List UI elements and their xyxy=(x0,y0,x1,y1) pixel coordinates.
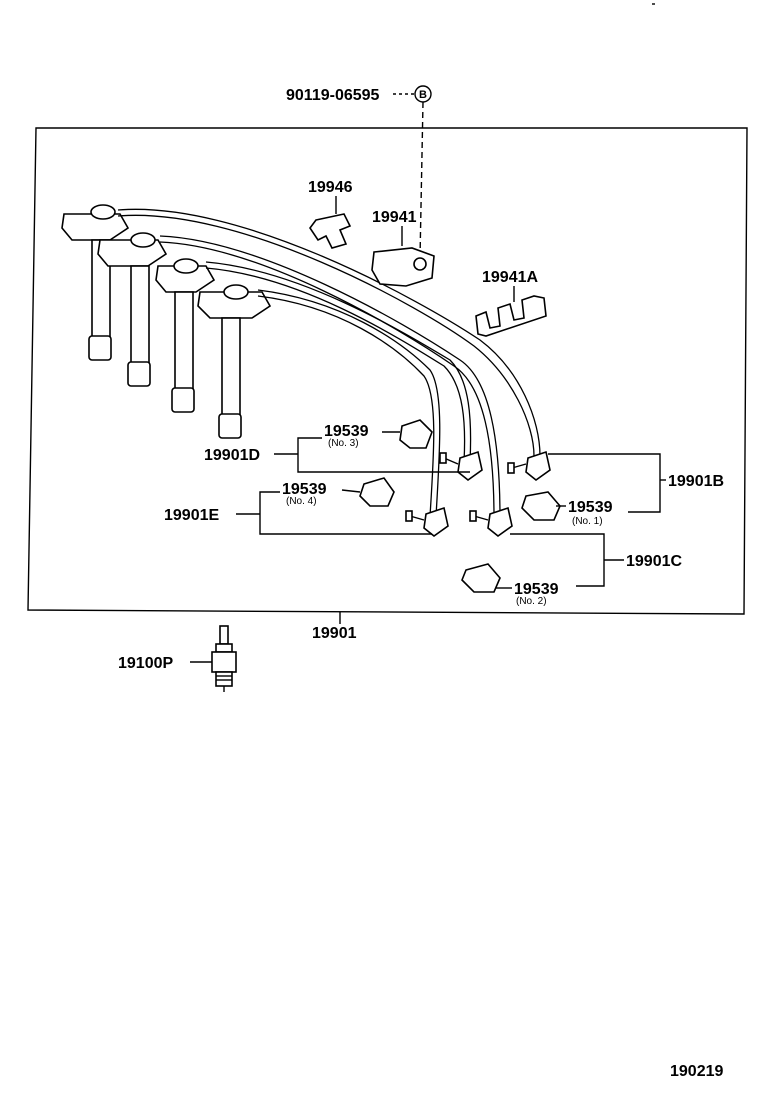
cord-holder-no2[interactable] xyxy=(461,563,501,593)
clamp-19946[interactable] xyxy=(309,213,352,249)
label-clamp-19941[interactable]: 19941 xyxy=(372,209,417,226)
cord-end-c[interactable] xyxy=(469,506,513,538)
label-cord-19901c[interactable]: 19901C xyxy=(626,553,682,570)
assembly-frame xyxy=(27,127,748,615)
label-holder-no3[interactable]: 19539 xyxy=(324,423,369,440)
label-cord-19901b[interactable]: 19901B xyxy=(668,473,724,490)
plug-boot-1[interactable] xyxy=(61,204,130,361)
label-cord-set-19901[interactable]: 19901 xyxy=(312,625,357,642)
label-spark-plug-19100p[interactable]: 19100P xyxy=(118,655,173,672)
figure-number: 190219 xyxy=(670,1063,723,1080)
label-clamp-19946[interactable]: 19946 xyxy=(308,179,353,196)
label-bolt-90119-06595[interactable]: 90119-06595 xyxy=(286,87,380,104)
label-holder-no3-sub: (No. 3) xyxy=(328,438,359,449)
bracket-19901d xyxy=(297,437,470,473)
bracket-19901b xyxy=(548,453,661,513)
cord-end-e[interactable] xyxy=(405,506,449,538)
clamp-19941[interactable] xyxy=(371,247,435,287)
bolt-marker-letter: B xyxy=(419,89,427,101)
label-holder-no1[interactable]: 19539 xyxy=(568,499,613,516)
ignition-cord-wires xyxy=(117,208,541,519)
cord-holder-no3[interactable] xyxy=(399,419,433,449)
clamp-19941a[interactable] xyxy=(475,295,547,337)
plug-boot-3[interactable] xyxy=(155,258,216,413)
cord-holder-no1[interactable] xyxy=(521,491,561,521)
label-holder-no2-sub: (No. 2) xyxy=(516,596,547,607)
label-clamp-19941a[interactable]: 19941A xyxy=(482,269,538,286)
label-holder-no2[interactable]: 19539 xyxy=(514,581,559,598)
plug-boot-2[interactable] xyxy=(97,232,168,387)
spark-plug[interactable] xyxy=(211,625,237,692)
label-cord-19901d[interactable]: 19901D xyxy=(204,447,260,464)
label-holder-no4-sub: (No. 4) xyxy=(286,496,317,507)
label-cord-19901e[interactable]: 19901E xyxy=(164,507,219,524)
cord-end-d[interactable] xyxy=(439,450,483,482)
label-holder-no4[interactable]: 19539 xyxy=(282,481,327,498)
bolt-dashed-leader xyxy=(419,101,424,259)
plug-boot-4[interactable] xyxy=(197,284,272,439)
bracket-19901c xyxy=(510,533,605,587)
cord-end-b[interactable] xyxy=(507,450,551,482)
bracket-19901e xyxy=(259,491,432,535)
cord-holder-no4[interactable] xyxy=(359,477,395,507)
label-holder-no1-sub: (No. 1) xyxy=(572,516,603,527)
